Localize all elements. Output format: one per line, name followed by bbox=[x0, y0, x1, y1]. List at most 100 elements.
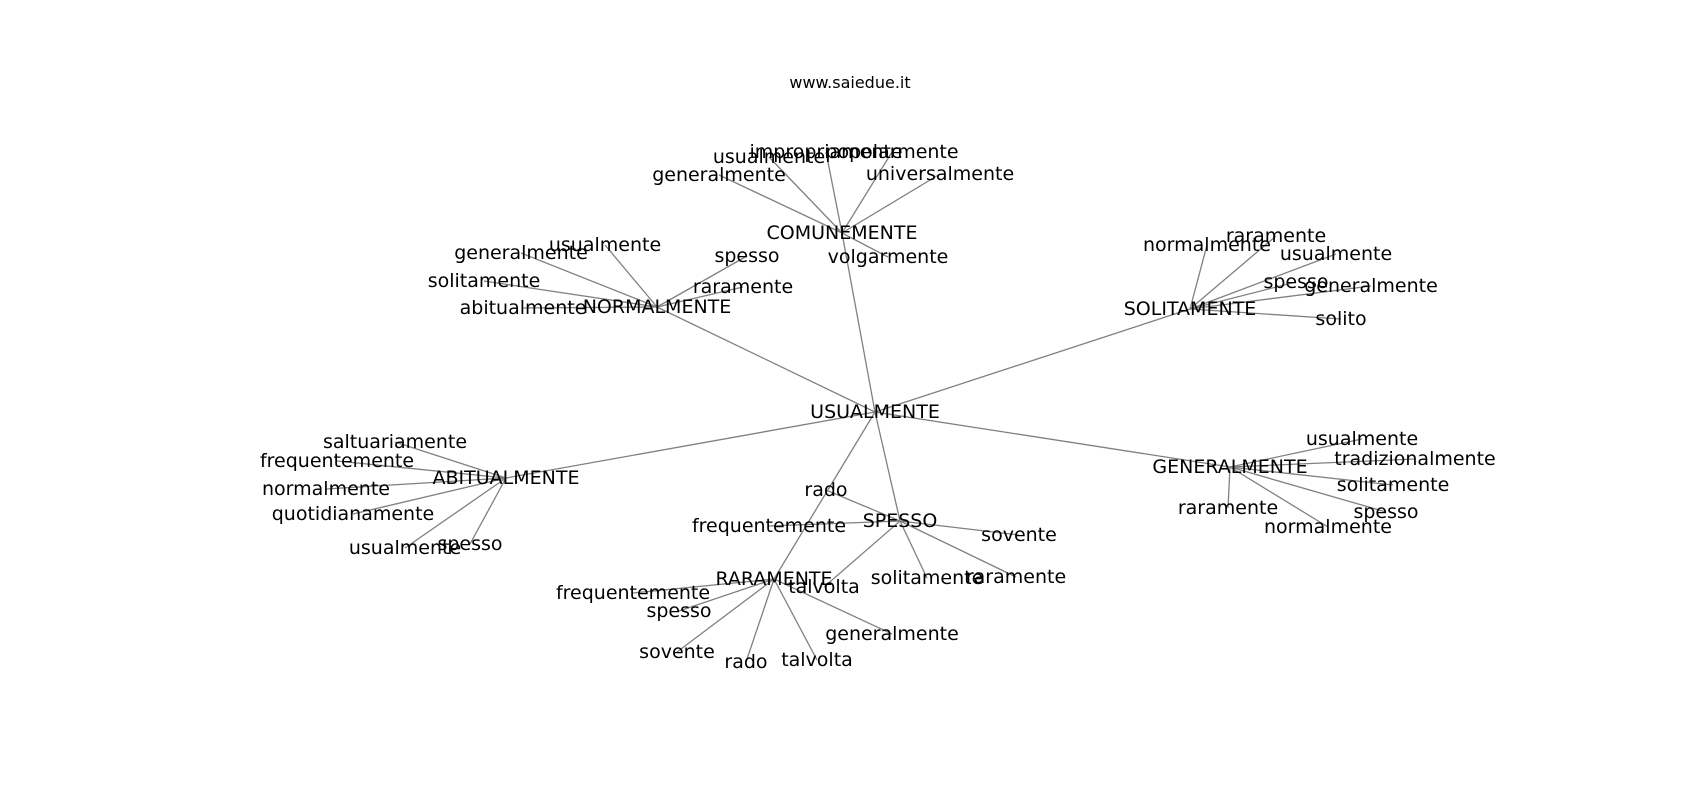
leaf-node-label: tradizionalmente bbox=[1334, 448, 1495, 470]
edge-center-hub bbox=[874, 411, 901, 522]
edge-hub-leaf bbox=[1229, 466, 1329, 528]
edge-hub-leaf bbox=[768, 520, 901, 527]
leaf-node-label: spesso bbox=[1263, 271, 1328, 293]
edge-center-hub bbox=[656, 306, 876, 413]
leaf-node-label: generalmente bbox=[454, 242, 588, 264]
edge-hub-leaf bbox=[718, 174, 843, 234]
edge-center-hub bbox=[773, 411, 876, 580]
edge-hub-leaf bbox=[841, 151, 893, 234]
leaf-node-label: universalmente bbox=[866, 163, 1014, 185]
edge-hub-leaf bbox=[841, 232, 889, 258]
edge-hub-leaf bbox=[404, 477, 507, 549]
edge-hub-leaf bbox=[1229, 466, 1394, 486]
leaf-node-label: usualmente bbox=[713, 146, 825, 168]
edge-hub-leaf bbox=[1189, 244, 1208, 310]
leaf-node-label: generalmente bbox=[1304, 275, 1438, 297]
edge-hub-leaf bbox=[1229, 466, 1387, 513]
edge-hub-leaf bbox=[394, 441, 507, 479]
edge-hub-leaf bbox=[768, 156, 843, 234]
leaf-node-label: volgarmente bbox=[828, 246, 949, 268]
edge-hub-leaf bbox=[1189, 281, 1297, 310]
hub-node-label: ABITUALMENTE bbox=[433, 467, 580, 489]
edge-hub-leaf bbox=[1189, 285, 1372, 310]
leaf-node-label: generalmente bbox=[825, 623, 959, 645]
hub-node-label: RARAMENTE bbox=[715, 568, 832, 590]
leaf-node-label: generalmente bbox=[652, 164, 786, 186]
edge-hub-leaf bbox=[604, 244, 658, 308]
leaf-node-label: usualmente bbox=[549, 234, 661, 256]
leaf-node-label: solitamente bbox=[1337, 474, 1450, 496]
edge-hub-leaf bbox=[841, 173, 941, 234]
edge-center-hub bbox=[874, 411, 1231, 468]
leaf-node-label: abitualmente bbox=[460, 297, 587, 319]
leaf-node-label: saltuariamente bbox=[323, 431, 467, 453]
hub-node-label: GENERALMENTE bbox=[1152, 456, 1307, 478]
edge-hub-leaf bbox=[676, 578, 775, 653]
edge-hub-leaf bbox=[1189, 235, 1277, 310]
edge-hub-leaf bbox=[352, 477, 507, 515]
leaf-node-label: quotidianamente bbox=[272, 503, 435, 525]
leaf-node-label: normalmente bbox=[262, 478, 390, 500]
leaf-node-label: talvolta bbox=[788, 576, 860, 598]
graph-edges bbox=[325, 151, 1416, 663]
hub-node-label: SOLITAMENTE bbox=[1124, 298, 1257, 320]
edge-hub-leaf bbox=[469, 477, 507, 545]
edge-hub-leaf bbox=[336, 460, 507, 479]
edge-hub-leaf bbox=[899, 520, 1020, 536]
site-title: www.saiedue.it bbox=[789, 73, 910, 92]
leaf-node-label: raramente bbox=[1226, 225, 1326, 247]
center-node-label: USUALMENTE bbox=[810, 401, 940, 423]
leaf-node-label: spesso bbox=[1353, 501, 1418, 523]
edge-hub-leaf bbox=[656, 286, 744, 308]
edge-hub-leaf bbox=[325, 477, 507, 490]
leaf-node-label: solitamente bbox=[428, 270, 541, 292]
leaf-node-label: raramente bbox=[966, 566, 1066, 588]
edge-hub-leaf bbox=[520, 252, 658, 308]
edge-hub-leaf bbox=[1229, 458, 1416, 468]
edge-hub-leaf bbox=[823, 520, 901, 588]
edge-hub-leaf bbox=[773, 578, 818, 661]
edge-hub-leaf bbox=[1189, 308, 1342, 320]
edge-hub-leaf bbox=[899, 520, 928, 579]
edge-hub-leaf bbox=[656, 255, 748, 308]
edge-hub-leaf bbox=[483, 280, 658, 308]
hub-node-label: SPESSO bbox=[863, 510, 938, 532]
leaf-node-label: spesso bbox=[646, 600, 711, 622]
leaf-node-label: raramente bbox=[693, 276, 793, 298]
leaf-node-label: frequentemente bbox=[556, 582, 710, 604]
edge-hub-leaf bbox=[745, 578, 775, 663]
edge-hub-leaf bbox=[522, 306, 658, 309]
leaf-node-label: frequentemente bbox=[260, 450, 414, 472]
leaf-node-label: normalmente bbox=[1264, 516, 1392, 538]
edge-center-hub bbox=[505, 411, 876, 479]
leaf-node-label: sovente bbox=[639, 641, 715, 663]
leaf-node-label: rado bbox=[724, 651, 767, 673]
hub-node-label: NORMALMENTE bbox=[583, 296, 732, 318]
leaf-node-label: spesso bbox=[437, 533, 502, 555]
edge-hub-leaf bbox=[825, 489, 901, 522]
edge-hub-leaf bbox=[632, 578, 775, 594]
leaf-node-label: talvolta bbox=[781, 649, 853, 671]
leaf-node-label: raramente bbox=[1178, 497, 1278, 519]
leaf-node-label: usualmente bbox=[349, 537, 461, 559]
edge-hub-leaf bbox=[1229, 438, 1363, 468]
leaf-node-label: usualmente bbox=[1280, 243, 1392, 265]
leaf-node-label: normalmente bbox=[1143, 234, 1271, 256]
edge-hub-leaf bbox=[678, 578, 775, 612]
leaf-node-label: sovente bbox=[981, 524, 1057, 546]
edge-hub-leaf bbox=[1227, 466, 1231, 509]
edge-hub-leaf bbox=[1189, 253, 1337, 310]
leaf-node-label: impropriamente bbox=[749, 141, 902, 163]
edge-hub-leaf bbox=[825, 151, 843, 234]
leaf-node-label: solitamente bbox=[871, 567, 984, 589]
leaf-node-label: frequentemente bbox=[692, 515, 846, 537]
edge-center-hub bbox=[841, 232, 876, 413]
leaf-node-label: solito bbox=[1315, 308, 1366, 330]
leaf-node-label: spesso bbox=[714, 245, 779, 267]
leaf-node-label: popolarmente bbox=[825, 141, 958, 163]
leaf-node-label: usualmente bbox=[1306, 428, 1418, 450]
hub-node-label: COMUNEMENTE bbox=[767, 222, 918, 244]
edge-hub-leaf bbox=[773, 578, 893, 635]
